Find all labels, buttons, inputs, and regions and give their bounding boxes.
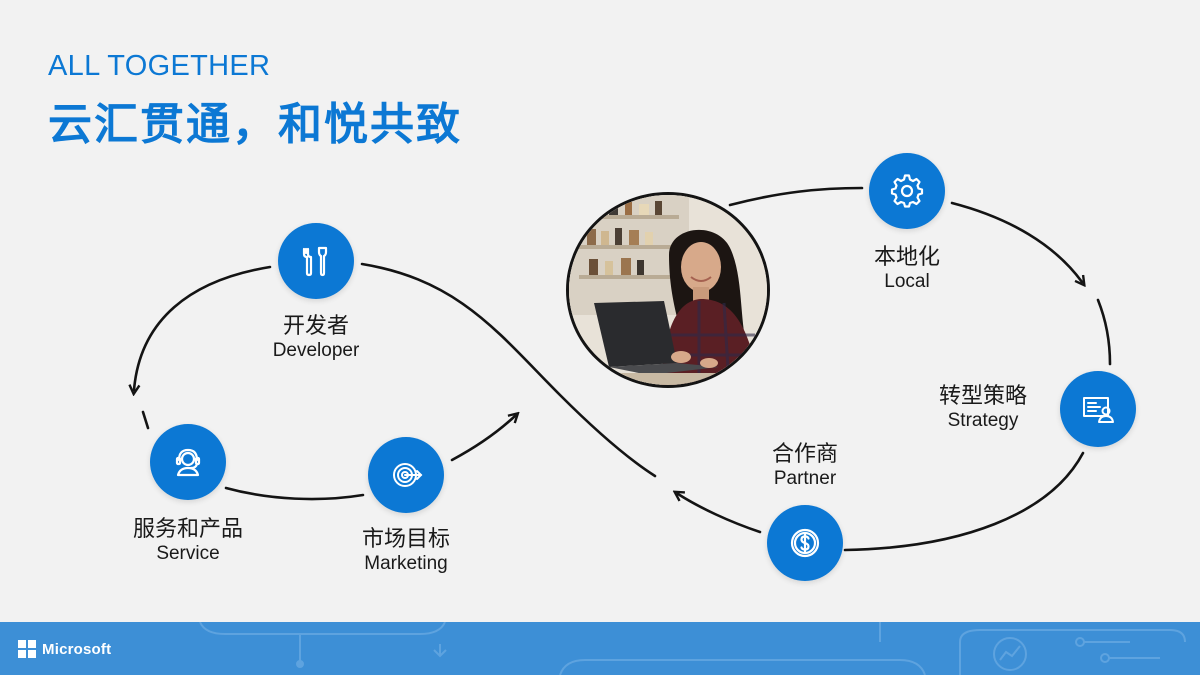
developer-label-cn: 开发者 (282, 314, 350, 339)
target-arrow-icon (393, 463, 423, 487)
marketing-node (368, 437, 444, 513)
presentation-person-icon (1083, 397, 1114, 423)
person-photo (566, 192, 770, 388)
gear-icon (890, 174, 924, 208)
strategy-label-en: Strategy (947, 410, 1019, 431)
partner-node (767, 505, 843, 581)
flow-dash-service (141, 410, 150, 430)
circuit-pattern (199, 622, 1186, 675)
flow-strategy-to-partner (843, 451, 1085, 552)
marketing-label: 市场目标 Marketing (362, 527, 450, 575)
strategy-label: 转型策略 Strategy (939, 384, 1027, 432)
page-title: 云汇贯通，和悦共致 (48, 99, 462, 150)
flow-local-arrow (950, 201, 1082, 282)
strategy-label-cn: 转型策略 (938, 384, 1028, 409)
microsoft-logo: Microsoft (18, 640, 111, 658)
local-label-cn: 本地化 (873, 245, 941, 270)
local-node (869, 153, 945, 229)
service-node (150, 424, 226, 500)
service-label-cn: 服务和产品 (132, 517, 244, 542)
developer-node (278, 223, 354, 299)
flow-to-strategy (1096, 298, 1112, 366)
marketing-label-en: Marketing (364, 553, 448, 574)
headset-agent-icon (175, 448, 201, 477)
partner-label: 合作商 Partner (772, 442, 838, 490)
marketing-label-cn: 市场目标 (361, 527, 451, 552)
subtitle-english: ALL TOGETHER (48, 50, 271, 82)
local-label: 本地化 Local (874, 245, 940, 293)
partner-label-cn: 合作商 (771, 442, 839, 467)
service-label-en: Service (156, 543, 220, 564)
flow-developer-to-service (134, 265, 272, 390)
footer-bar: Microsoft (0, 622, 1200, 675)
local-label-en: Local (884, 271, 930, 292)
developer-label: 开发者 Developer (273, 314, 360, 362)
dollar-coin-icon (790, 528, 820, 558)
strategy-node (1060, 371, 1136, 447)
flow-partner-arrow (678, 494, 762, 534)
flow-photo-to-local (728, 186, 864, 207)
flow-developer-s-curve (360, 262, 657, 478)
service-label: 服务和产品 Service (133, 517, 243, 565)
microsoft-wordmark: Microsoft (42, 640, 112, 658)
flow-service-to-marketing (224, 486, 365, 501)
flow-marketing-arrow (450, 416, 515, 462)
wrench-screwdriver-icon (302, 246, 328, 277)
person-laptop-illustration (569, 195, 767, 385)
microsoft-windows-icon (18, 640, 36, 658)
developer-label-en: Developer (272, 340, 360, 361)
partner-label-en: Partner (773, 468, 837, 489)
